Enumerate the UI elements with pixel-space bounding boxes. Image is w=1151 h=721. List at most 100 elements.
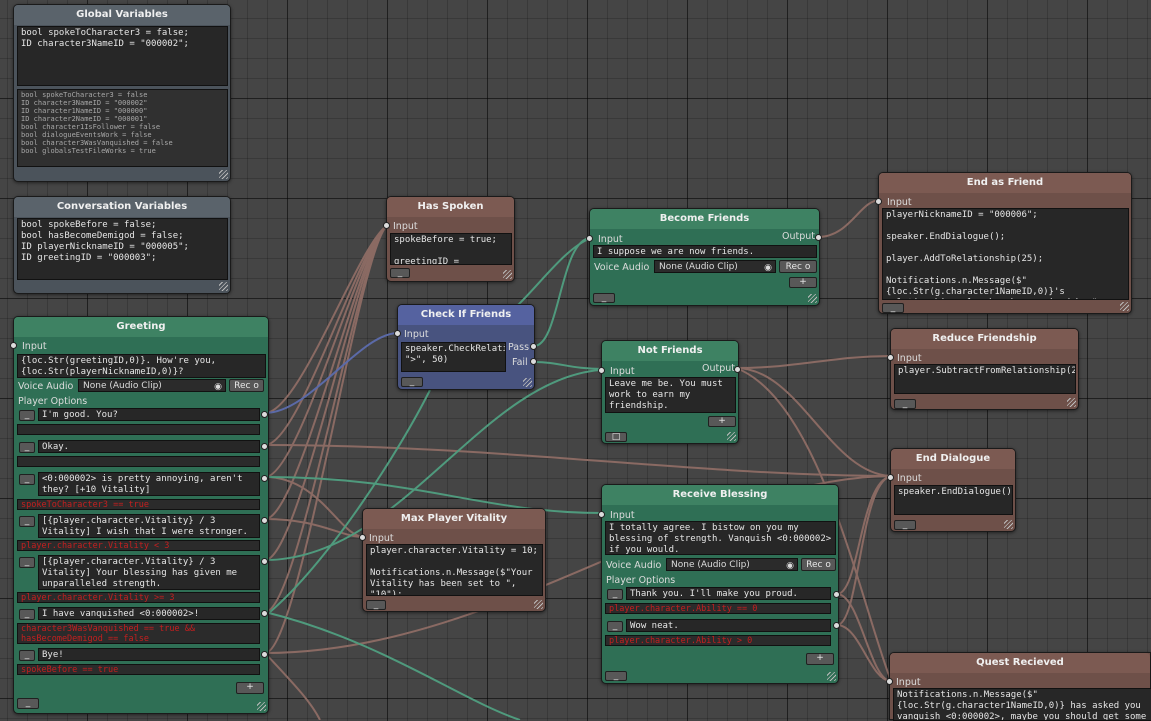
global-variables-node[interactable]: Global Variables bool spokeToCharacter3 … (13, 4, 231, 182)
voice-audio-field[interactable]: None (Audio Clip)◉ (78, 379, 226, 392)
option-output-port[interactable] (261, 517, 268, 524)
receive-blessing-node[interactable]: Receive Blessing Input I totally agree. … (598, 484, 840, 684)
collapse-node-button[interactable]: _ (366, 600, 386, 610)
option-condition-field[interactable]: player.character.Ability > 0 (605, 635, 831, 646)
option-output-port[interactable] (833, 591, 840, 598)
input-port[interactable] (10, 342, 17, 349)
option-text-field[interactable]: Okay. (38, 440, 260, 453)
resize-grip[interactable] (808, 294, 817, 303)
option-text-field[interactable]: [{player.character.Vitality} / 3 Vitalit… (38, 555, 260, 590)
option-condition-field[interactable]: player.character.Vitality < 3 (17, 540, 260, 551)
resize-grip[interactable] (827, 672, 836, 681)
resize-grip[interactable] (534, 600, 543, 609)
option-text-field[interactable]: <0:000002> is pretty annoying, aren't th… (38, 472, 260, 496)
record-button[interactable]: Rec o (779, 260, 817, 273)
global-variables-editor[interactable]: bool spokeToCharacter3 = false; ID chara… (17, 26, 228, 86)
resize-grip[interactable] (1067, 398, 1076, 407)
end-dialogue-node[interactable]: End Dialogue Input speaker.EndDialogue()… (887, 448, 1016, 532)
script-field[interactable]: playerNicknameID = "000006"; speaker.End… (882, 208, 1129, 300)
remove-option-button[interactable]: _ (19, 442, 35, 453)
option-condition-field[interactable] (17, 424, 260, 435)
record-button[interactable]: Rec o (801, 558, 836, 571)
option-text-field[interactable]: Wow neat. (626, 619, 831, 632)
input-port[interactable] (598, 367, 605, 374)
resize-grip[interactable] (727, 432, 736, 441)
voice-audio-field[interactable]: None (Audio Clip)◉ (654, 260, 776, 273)
greeting-node[interactable]: Greeting Input {loc.Str(greetingID,0)}. … (10, 316, 269, 714)
add-option-button[interactable]: + (806, 653, 834, 665)
object-picker-icon[interactable]: ◉ (786, 561, 794, 571)
input-port[interactable] (887, 354, 894, 361)
voice-audio-field[interactable]: None (Audio Clip)◉ (666, 558, 798, 571)
input-port[interactable] (383, 222, 390, 229)
resize-grip[interactable] (1004, 520, 1013, 529)
input-port[interactable] (359, 534, 366, 541)
remove-option-button[interactable]: _ (607, 621, 623, 632)
pass-output-port[interactable] (530, 343, 537, 350)
resize-grip[interactable] (219, 282, 228, 291)
collapse-node-button[interactable]: _ (17, 698, 39, 709)
end-as-friend-node[interactable]: End as Friend Input playerNicknameID = "… (875, 172, 1132, 314)
dialogue-text-field[interactable]: Leave me be. You must work to earn my fr… (605, 377, 736, 413)
script-field[interactable]: player.character.Vitality = 10; Notifica… (366, 544, 543, 596)
remove-option-button[interactable]: _ (19, 516, 35, 527)
option-output-port[interactable] (261, 443, 268, 450)
has-spoken-node[interactable]: Has Spoken Input spokeBefore = true; gre… (383, 196, 515, 282)
resize-grip[interactable] (1120, 302, 1129, 311)
collapse-node-button[interactable]: _ (593, 293, 615, 303)
option-condition-field[interactable] (17, 456, 260, 467)
script-field[interactable]: spokeBefore = true; greetingID = "000004… (390, 233, 512, 265)
add-option-button[interactable]: + (789, 277, 817, 288)
resize-grip[interactable] (219, 170, 228, 179)
option-condition-field[interactable]: character3WasVanquished == true && hasBe… (17, 623, 260, 644)
become-friends-node[interactable]: Become Friends Input Output I suppose we… (586, 208, 822, 306)
dialogue-text-field[interactable]: I totally agree. I bistow on you my bles… (605, 521, 836, 555)
condition-script-field[interactable]: speaker.CheckRelationship(player, ">", 5… (401, 342, 506, 372)
input-port[interactable] (394, 330, 401, 337)
remove-option-button[interactable]: _ (19, 557, 35, 568)
add-option-button[interactable]: + (708, 416, 736, 427)
collapse-node-button[interactable]: _ (401, 377, 423, 387)
object-picker-icon[interactable]: ◉ (764, 263, 772, 273)
option-text-field[interactable]: I have vanquished <0:000002>! (38, 607, 260, 620)
dialogue-text-field[interactable]: I suppose we are now friends. (593, 245, 817, 258)
collapse-node-button[interactable]: _ (882, 303, 904, 313)
collapse-node-button[interactable]: _ (894, 399, 916, 409)
record-button[interactable]: Rec o (229, 379, 264, 392)
collapse-node-button[interactable]: _ (605, 671, 627, 681)
option-text-field[interactable]: Bye! (38, 648, 260, 661)
option-text-field[interactable]: I'm good. You? (38, 408, 260, 421)
option-output-port[interactable] (833, 622, 840, 629)
option-condition-field[interactable]: player.character.Ability == 0 (605, 603, 831, 614)
script-field[interactable]: speaker.EndDialogue(); (894, 485, 1013, 515)
option-condition-field[interactable]: spokeBefore == true (17, 664, 260, 675)
input-port[interactable] (875, 198, 882, 205)
dialogue-text-field[interactable]: {loc.Str(greetingID,0)}. How're you, {lo… (17, 354, 266, 378)
reduce-friendship-node[interactable]: Reduce Friendship Input player.SubtractF… (887, 328, 1079, 410)
object-picker-icon[interactable]: ◉ (214, 382, 222, 392)
option-output-port[interactable] (261, 411, 268, 418)
remove-option-button[interactable]: _ (607, 589, 623, 600)
output-port[interactable] (815, 234, 822, 241)
fail-output-port[interactable] (530, 358, 537, 365)
option-condition-field[interactable]: player.character.Vitality >= 3 (17, 592, 260, 603)
conversation-variables-node[interactable]: Conversation Variables bool spokeBefore … (13, 196, 231, 294)
option-text-field[interactable]: Thank you. I'll make you proud. (626, 587, 831, 600)
option-output-port[interactable] (261, 475, 268, 482)
collapse-node-button[interactable]: □ (605, 432, 627, 442)
conversation-variables-editor[interactable]: bool spokeBefore = false; bool hasBecome… (17, 218, 228, 280)
option-output-port[interactable] (261, 610, 268, 617)
resize-grip[interactable] (257, 702, 266, 711)
option-condition-field[interactable]: spokeToCharacter3 == true (17, 499, 260, 510)
max-player-vitality-node[interactable]: Max Player Vitality Input player.charact… (359, 508, 546, 612)
input-port[interactable] (886, 678, 893, 685)
option-text-field[interactable]: [{player.character.Vitality} / 3 Vitalit… (38, 514, 260, 538)
input-port[interactable] (887, 474, 894, 481)
remove-option-button[interactable]: _ (19, 474, 35, 485)
add-option-button[interactable]: + (236, 682, 264, 694)
script-field[interactable]: Notifications.n.Message($"{loc.Str(g.cha… (893, 688, 1151, 721)
remove-option-button[interactable]: _ (19, 609, 35, 620)
resize-grip[interactable] (523, 378, 532, 387)
check-if-friends-node[interactable]: Check If Friends Input speaker.CheckRela… (394, 304, 537, 390)
collapse-node-button[interactable]: _ (390, 268, 410, 278)
